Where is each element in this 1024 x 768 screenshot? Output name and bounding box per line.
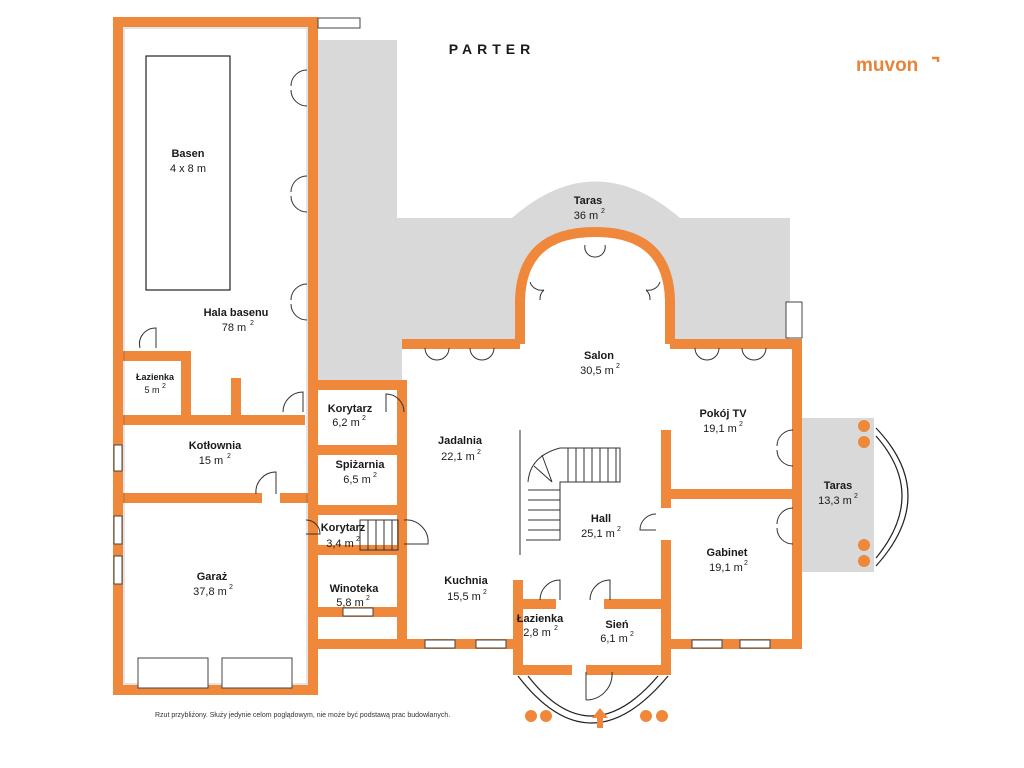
svg-text:15 m: 15 m: [199, 455, 223, 467]
room-label-lazienka-2: Łazienka 2,8 m 2: [517, 613, 564, 639]
svg-text:Salon: Salon: [584, 350, 614, 362]
svg-text:4 x 8 m: 4 x 8 m: [170, 163, 206, 175]
svg-text:Winoteka: Winoteka: [330, 583, 380, 595]
svg-text:6,1 m: 6,1 m: [600, 633, 628, 645]
svg-text:36 m: 36 m: [574, 210, 598, 222]
svg-text:2: 2: [356, 536, 360, 543]
room-label-jadalnia: Jadalnia 22,1 m 2: [438, 435, 483, 463]
svg-text:Korytarz: Korytarz: [328, 403, 373, 415]
svg-text:Garaż: Garaż: [197, 571, 228, 583]
svg-text:2: 2: [373, 472, 377, 479]
svg-text:19,1 m: 19,1 m: [703, 423, 737, 435]
room-label-kuchnia: Kuchnia 15,5 m 2: [444, 575, 488, 603]
svg-text:37,8 m: 37,8 m: [193, 586, 227, 598]
svg-text:2: 2: [366, 595, 370, 602]
windows: [113, 17, 803, 689]
room-label-salon: Salon 30,5 m 2: [580, 350, 620, 377]
svg-text:2: 2: [616, 363, 620, 370]
svg-text:Basen: Basen: [171, 148, 204, 160]
room-label-taras-1: Taras 36 m 2: [574, 195, 605, 222]
svg-text:Korytarz: Korytarz: [321, 522, 366, 534]
page-title: PARTER: [449, 41, 536, 57]
svg-text:2: 2: [162, 383, 166, 390]
columns: [525, 420, 870, 722]
svg-text:Gabinet: Gabinet: [707, 547, 748, 559]
svg-text:2: 2: [630, 631, 634, 638]
staircase: [359, 430, 621, 555]
svg-text:2: 2: [227, 453, 231, 460]
pool: [145, 55, 231, 291]
svg-text:2: 2: [854, 493, 858, 500]
svg-text:Łazienka: Łazienka: [136, 372, 175, 382]
room-label-gabinet: Gabinet 19,1 m 2: [707, 547, 749, 574]
svg-text:2,8 m: 2,8 m: [523, 627, 551, 639]
svg-text:30,5 m: 30,5 m: [580, 365, 614, 377]
svg-text:Hala basenu: Hala basenu: [204, 307, 269, 319]
brand-logo: muvon: [856, 55, 918, 76]
svg-text:2: 2: [554, 625, 558, 632]
svg-text:2: 2: [362, 415, 366, 422]
svg-text:Łazienka: Łazienka: [517, 613, 564, 625]
room-label-taras-2: Taras 13,3 m 2: [818, 480, 858, 507]
svg-text:6,2 m: 6,2 m: [332, 417, 360, 429]
room-label-basen: Basen 4 x 8 m: [170, 148, 206, 175]
svg-text:2: 2: [477, 449, 481, 456]
room-label-hall: Hall 25,1 m 2: [581, 513, 621, 540]
doors: [139, 69, 794, 701]
svg-text:78 m: 78 m: [222, 322, 246, 334]
disclaimer-note: Rzut przybliżony. Służy jedynie celom po…: [155, 712, 450, 719]
svg-text:19,1 m: 19,1 m: [709, 562, 743, 574]
svg-text:Hall: Hall: [591, 513, 611, 525]
svg-text:Kotłownia: Kotłownia: [189, 440, 242, 452]
svg-text:Sień: Sień: [605, 619, 629, 631]
svg-text:2: 2: [617, 526, 621, 533]
wall-outline: [123, 27, 308, 685]
svg-text:2: 2: [483, 589, 487, 596]
svg-text:Jadalnia: Jadalnia: [438, 435, 483, 447]
svg-text:6,5 m: 6,5 m: [343, 474, 371, 486]
room-label-garaz: Garaż 37,8 m 2: [193, 571, 233, 598]
room-label-korytarz-1: Korytarz 6,2 m 2: [328, 403, 373, 429]
terrace-arcs: [517, 427, 909, 724]
svg-text:Kuchnia: Kuchnia: [444, 575, 488, 587]
svg-text:22,1 m: 22,1 m: [441, 451, 475, 463]
svg-text:25,1 m: 25,1 m: [581, 528, 615, 540]
room-label-hala-basenu: Hala basenu 78 m 2: [204, 307, 269, 334]
svg-text:2: 2: [601, 208, 605, 215]
room-label-kotlownia: Kotłownia 15 m 2: [189, 440, 242, 467]
svg-text:3,4 m: 3,4 m: [326, 538, 354, 550]
svg-text:Taras: Taras: [574, 195, 603, 207]
svg-text:5,8 m: 5,8 m: [336, 597, 364, 609]
room-label-pokoj-tv: Pokój TV 19,1 m 2: [699, 408, 747, 435]
room-label-sien: Sień 6,1 m 2: [600, 619, 634, 645]
svg-text:Pokój TV: Pokój TV: [699, 408, 747, 420]
svg-text:2: 2: [739, 421, 743, 428]
room-label-lazienka-1: Łazienka 5 m 2: [136, 372, 175, 395]
svg-text:2: 2: [229, 584, 233, 591]
room-label-winoteka: Winoteka 5,8 m 2: [330, 583, 380, 609]
svg-text:15,5 m: 15,5 m: [447, 591, 481, 603]
svg-text:Taras: Taras: [824, 480, 853, 492]
svg-text:2: 2: [250, 320, 254, 327]
svg-text:13,3 m: 13,3 m: [818, 495, 852, 507]
room-label-korytarz-2: Korytarz 3,4 m 2: [321, 522, 366, 550]
logo-mark-icon: [932, 56, 940, 62]
room-label-spizarnia: Spiżarnia 6,5 m 2: [336, 459, 386, 486]
entrance-arrow-icon: [592, 708, 608, 728]
svg-text:Spiżarnia: Spiżarnia: [336, 459, 386, 471]
svg-text:5 m: 5 m: [144, 385, 159, 395]
svg-text:2: 2: [744, 560, 748, 567]
